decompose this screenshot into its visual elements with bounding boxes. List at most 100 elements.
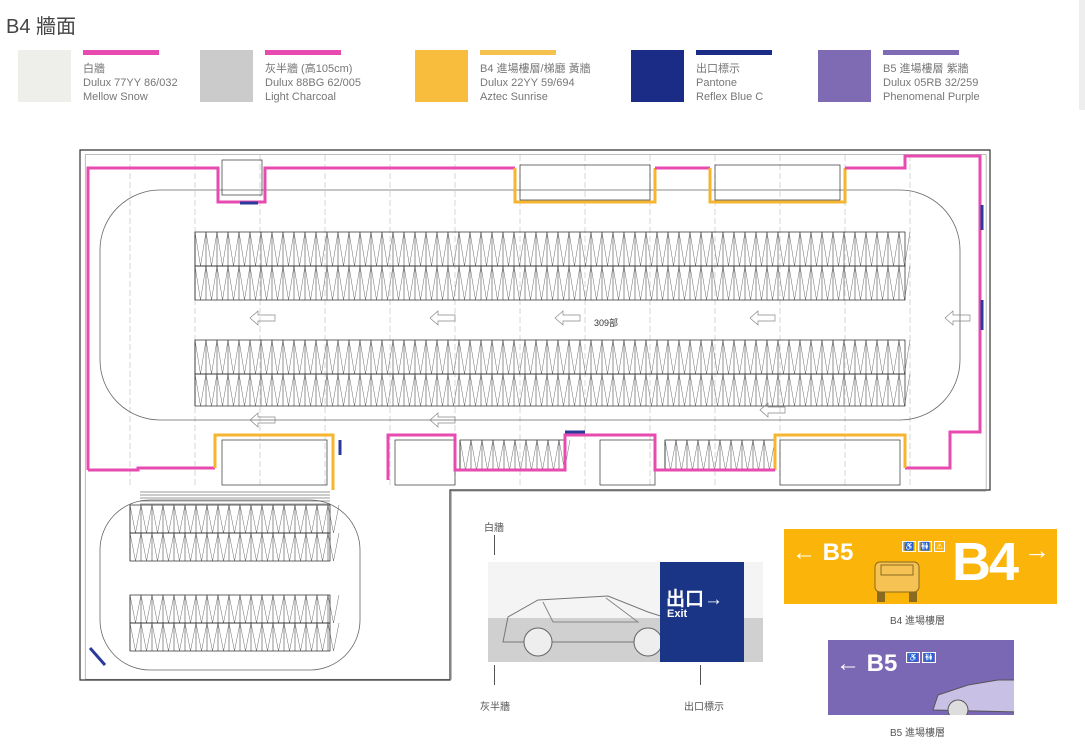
b5-direction: ← B5 xyxy=(792,539,854,566)
exit-en: Exit xyxy=(667,608,688,620)
parking-stall-mark xyxy=(651,373,658,407)
parking-stall-mark xyxy=(832,373,839,407)
car-illustration xyxy=(932,679,1014,715)
parking-stall-mark xyxy=(233,231,240,267)
b5-sign-caption: B5 進場樓層 xyxy=(890,728,946,739)
parking-stall-mark xyxy=(497,265,504,301)
parking-stall-mark xyxy=(893,265,900,301)
parking-stall-mark xyxy=(278,504,285,534)
parking-stall-mark xyxy=(719,439,726,471)
parking-stall-mark xyxy=(725,439,732,471)
parking-stall-mark xyxy=(491,373,498,407)
parking-stall-mark xyxy=(216,265,223,301)
parking-stall-mark xyxy=(294,532,301,562)
parking-stall-mark xyxy=(420,339,427,375)
scrollbar[interactable] xyxy=(1079,0,1085,110)
parking-stall-mark xyxy=(266,265,273,301)
parking-stall-mark xyxy=(552,231,559,267)
white-wall-line xyxy=(386,433,775,480)
facility-icons: ♿ 🚻 ⚠ xyxy=(902,541,946,552)
parking-stall-mark xyxy=(508,231,515,267)
parking-stall-mark xyxy=(805,373,812,407)
parking-stall-mark xyxy=(398,373,405,407)
parking-stall-mark xyxy=(838,373,845,407)
parking-stall-mark xyxy=(761,339,768,375)
parking-stall-mark xyxy=(618,231,625,267)
legend-color-name: Aztec Sunrise xyxy=(480,91,548,103)
parking-stall-mark xyxy=(673,373,680,407)
parking-stall-mark xyxy=(157,622,164,652)
parking-stall-mark xyxy=(711,265,718,301)
parking-stall-mark xyxy=(684,231,691,267)
parking-stall-mark xyxy=(271,373,278,407)
parking-stall-mark xyxy=(469,265,476,301)
parking-stall-mark xyxy=(255,373,262,407)
parking-stall-mark xyxy=(805,265,812,301)
parking-stall-mark xyxy=(310,231,317,267)
parking-stall-mark xyxy=(799,231,806,267)
parking-stall-mark xyxy=(223,504,230,534)
parking-stall-mark xyxy=(634,231,641,267)
parking-stall-mark xyxy=(365,339,372,375)
parking-stall-mark xyxy=(277,339,284,375)
parking-stall-mark xyxy=(256,532,263,562)
parking-stall-mark xyxy=(420,373,427,407)
parking-stall-mark xyxy=(184,594,191,624)
parking-stall-mark xyxy=(173,504,180,534)
wheelchair-icon: ♿ xyxy=(906,652,920,663)
parking-stall-mark xyxy=(190,532,197,562)
parking-stall-mark xyxy=(442,373,449,407)
parking-stall-mark xyxy=(574,373,581,407)
parking-stall-mark xyxy=(513,265,520,301)
parking-stall-mark xyxy=(893,373,900,407)
parking-stall-mark xyxy=(343,373,350,407)
parking-stall-mark xyxy=(315,373,322,407)
parking-stall-mark xyxy=(337,339,344,375)
parking-stall-mark xyxy=(535,373,542,407)
parking-stall-mark xyxy=(233,373,240,407)
parking-stall-mark xyxy=(816,339,823,375)
parking-stall-mark xyxy=(260,265,267,301)
parking-stall-mark xyxy=(261,594,268,624)
parking-stall-mark xyxy=(414,231,421,267)
parking-stall-mark xyxy=(244,265,251,301)
parking-stall-mark xyxy=(392,231,399,267)
parking-stall-mark xyxy=(293,231,300,267)
parking-stall-mark xyxy=(524,231,531,267)
parking-stall-mark xyxy=(179,532,186,562)
parking-stall-mark xyxy=(272,504,279,534)
parking-stall-mark xyxy=(893,339,900,375)
arrow-right-icon: → xyxy=(1024,535,1050,565)
parking-stall-mark xyxy=(503,439,510,471)
parking-stall-mark xyxy=(552,339,559,375)
parking-stall-mark xyxy=(750,231,757,267)
parking-stall-mark xyxy=(315,231,322,267)
parking-stall-mark xyxy=(190,594,197,624)
parking-stall-mark xyxy=(563,373,570,407)
legend-code: Dulux 05RB 32/259 xyxy=(883,77,979,89)
parking-stall-mark xyxy=(299,265,306,301)
parking-stall-mark xyxy=(744,373,751,407)
parking-stall-mark xyxy=(810,231,817,267)
parking-stall-mark xyxy=(730,439,737,471)
parking-stall-mark xyxy=(305,504,312,534)
parking-stall-mark xyxy=(524,265,531,301)
parking-stall-mark xyxy=(464,231,471,267)
parking-stall-mark xyxy=(783,265,790,301)
parking-stall-mark xyxy=(747,439,754,471)
parking-stall-mark xyxy=(337,265,344,301)
parking-stall-mark xyxy=(486,339,493,375)
parking-stall-mark xyxy=(212,532,219,562)
parking-stall-mark xyxy=(678,373,685,407)
parking-stall-mark xyxy=(227,339,234,375)
parking-stall-mark xyxy=(843,339,850,375)
parking-stall-mark xyxy=(398,265,405,301)
parking-stall-mark xyxy=(513,339,520,375)
parking-stall-mark xyxy=(322,532,329,562)
parking-stall-mark xyxy=(777,231,784,267)
parking-stall-mark xyxy=(288,339,295,375)
parking-stall-mark xyxy=(256,622,263,652)
parking-stall-mark xyxy=(887,265,894,301)
parking-stall-mark xyxy=(662,265,669,301)
parking-stall-mark xyxy=(497,231,504,267)
